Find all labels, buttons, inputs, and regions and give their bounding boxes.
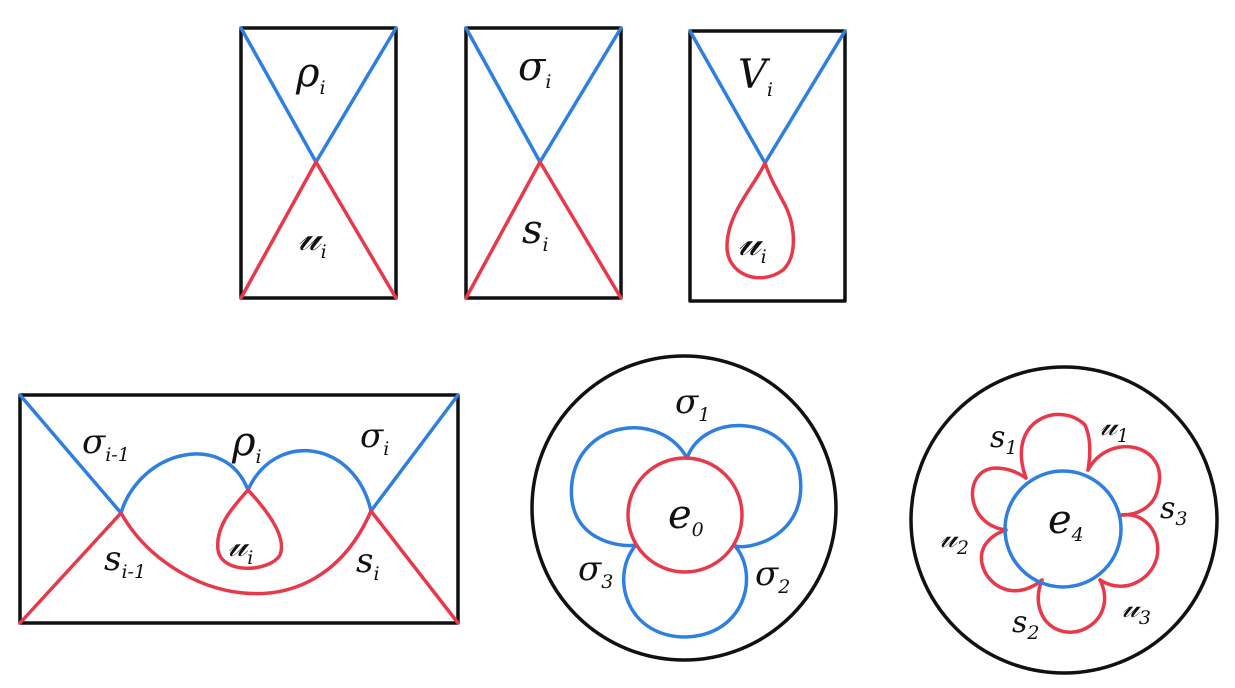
blue-right-diagonal	[369, 393, 460, 513]
panel-v-u: Vi 𝓊i	[688, 29, 847, 303]
label-s-i: si	[356, 541, 380, 585]
red-hourglass-bottom	[464, 160, 623, 300]
label-sigma-i: σi	[360, 416, 389, 460]
label-s-3: s3	[1160, 491, 1188, 530]
panel-wide: σi-1 ρi σi 𝓊i si-1 si	[18, 393, 460, 625]
panel-frame	[18, 393, 460, 625]
panel-circle-e0: σ1 σ2 σ3 e0	[530, 354, 838, 662]
label-s-i-minus-1: si-1	[104, 539, 146, 583]
label-u-i: 𝓊i	[228, 525, 253, 569]
panel-sigma-s: σi si	[464, 26, 623, 300]
label-u-1: 𝓊1	[1100, 408, 1129, 447]
label-s-1: s1	[990, 420, 1018, 459]
panel-rho-u: ρi 𝓊i	[239, 26, 398, 300]
label-sigma-1: σ1	[675, 382, 710, 426]
blue-petal-bottom	[621, 543, 749, 639]
panel-frame	[464, 26, 623, 300]
red-petal	[970, 466, 1028, 532]
label-u-2: 𝓊2	[940, 520, 969, 559]
outer-circle	[530, 354, 838, 662]
red-inner-circle	[626, 456, 744, 574]
red-teardrop-loop	[216, 488, 284, 570]
label-u-i: 𝓊i	[298, 214, 327, 263]
red-hourglass-bottom	[239, 160, 398, 300]
label-sigma-3: σ3	[578, 549, 613, 593]
label-s-2: s2	[1012, 605, 1040, 644]
blue-petal-top-right	[685, 423, 803, 549]
red-left-diagonal	[18, 511, 123, 625]
red-petal	[1098, 513, 1160, 588]
red-petal	[979, 528, 1044, 593]
red-petal	[1019, 412, 1092, 480]
label-rho-i: ρi	[295, 50, 326, 99]
blue-petal-top-left	[569, 426, 689, 548]
red-petals	[970, 412, 1162, 634]
label-rho-i: ρi	[231, 419, 262, 468]
label-sigma-2: σ2	[755, 554, 790, 598]
label-s-i: si	[522, 207, 549, 256]
panel-frame	[239, 26, 398, 300]
label-sigma-i: σi	[518, 44, 551, 93]
panel-circle-e4: s1 𝓊1 s3 𝓊3 s2 𝓊2 e4	[909, 365, 1219, 675]
red-petal	[1036, 578, 1107, 634]
red-teardrop-loop	[725, 161, 796, 280]
red-bottom-arc	[119, 509, 373, 596]
label-e-0: e0	[668, 492, 704, 541]
red-right-diagonal	[369, 509, 460, 625]
label-sigma-i-minus-1: σi-1	[82, 422, 130, 466]
panel-frame	[688, 29, 847, 303]
label-v-i: Vi	[738, 52, 773, 101]
red-petal	[1086, 444, 1162, 517]
outer-circle	[909, 365, 1219, 675]
blue-left-diagonal	[18, 393, 123, 515]
label-u-i-loop: 𝓊i	[738, 219, 767, 268]
label-e-4: e4	[1048, 497, 1084, 546]
label-u-3: 𝓊3	[1122, 590, 1151, 629]
blue-inner-circle	[1003, 469, 1123, 589]
